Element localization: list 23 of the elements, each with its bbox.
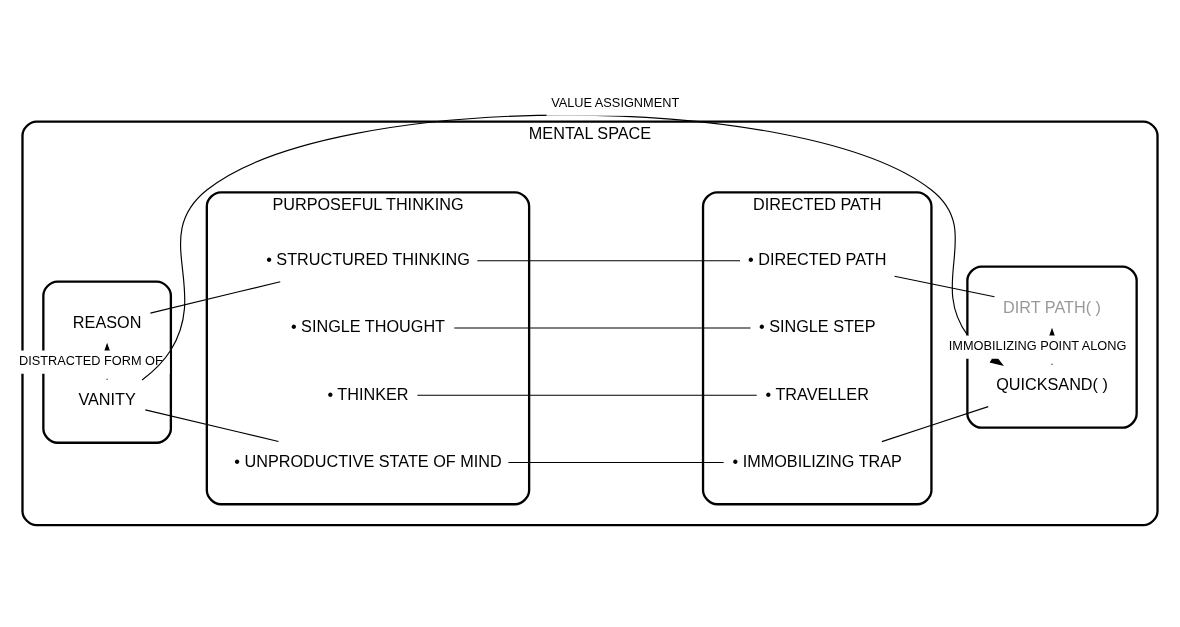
connector [144,409,280,443]
node-text: • IMMOBILIZING TRAP [732,451,902,470]
node-text: QUICKSAND( ) [996,375,1108,394]
edge-label: VALUE ASSIGNMENT [551,95,680,111]
connector [149,281,281,314]
node-text: • TRAVELLER [765,384,869,403]
node-text: • UNPRODUCTIVE STATE OF MIND [234,451,502,470]
node-text: • STRUCTURED THINKING [266,250,470,269]
connector [507,461,725,464]
connector [453,327,752,329]
node-text: VANITY [78,390,136,409]
edge-label: DISTRACTED FORM OF [19,353,163,369]
connector [881,406,989,443]
connector [476,260,741,262]
node-text: DIRT PATH( ) [1003,297,1101,316]
node-text: • THINKER [327,384,409,403]
node-text: • DIRECTED PATH [748,250,887,269]
node-text: REASON [72,312,142,331]
connector [893,275,996,298]
node-text: • SINGLE THOUGHT [290,317,446,336]
edge-label: IMMOBILIZING POINT ALONG [948,338,1127,354]
connector [416,394,758,396]
node-text: • SINGLE STEP [758,317,876,336]
